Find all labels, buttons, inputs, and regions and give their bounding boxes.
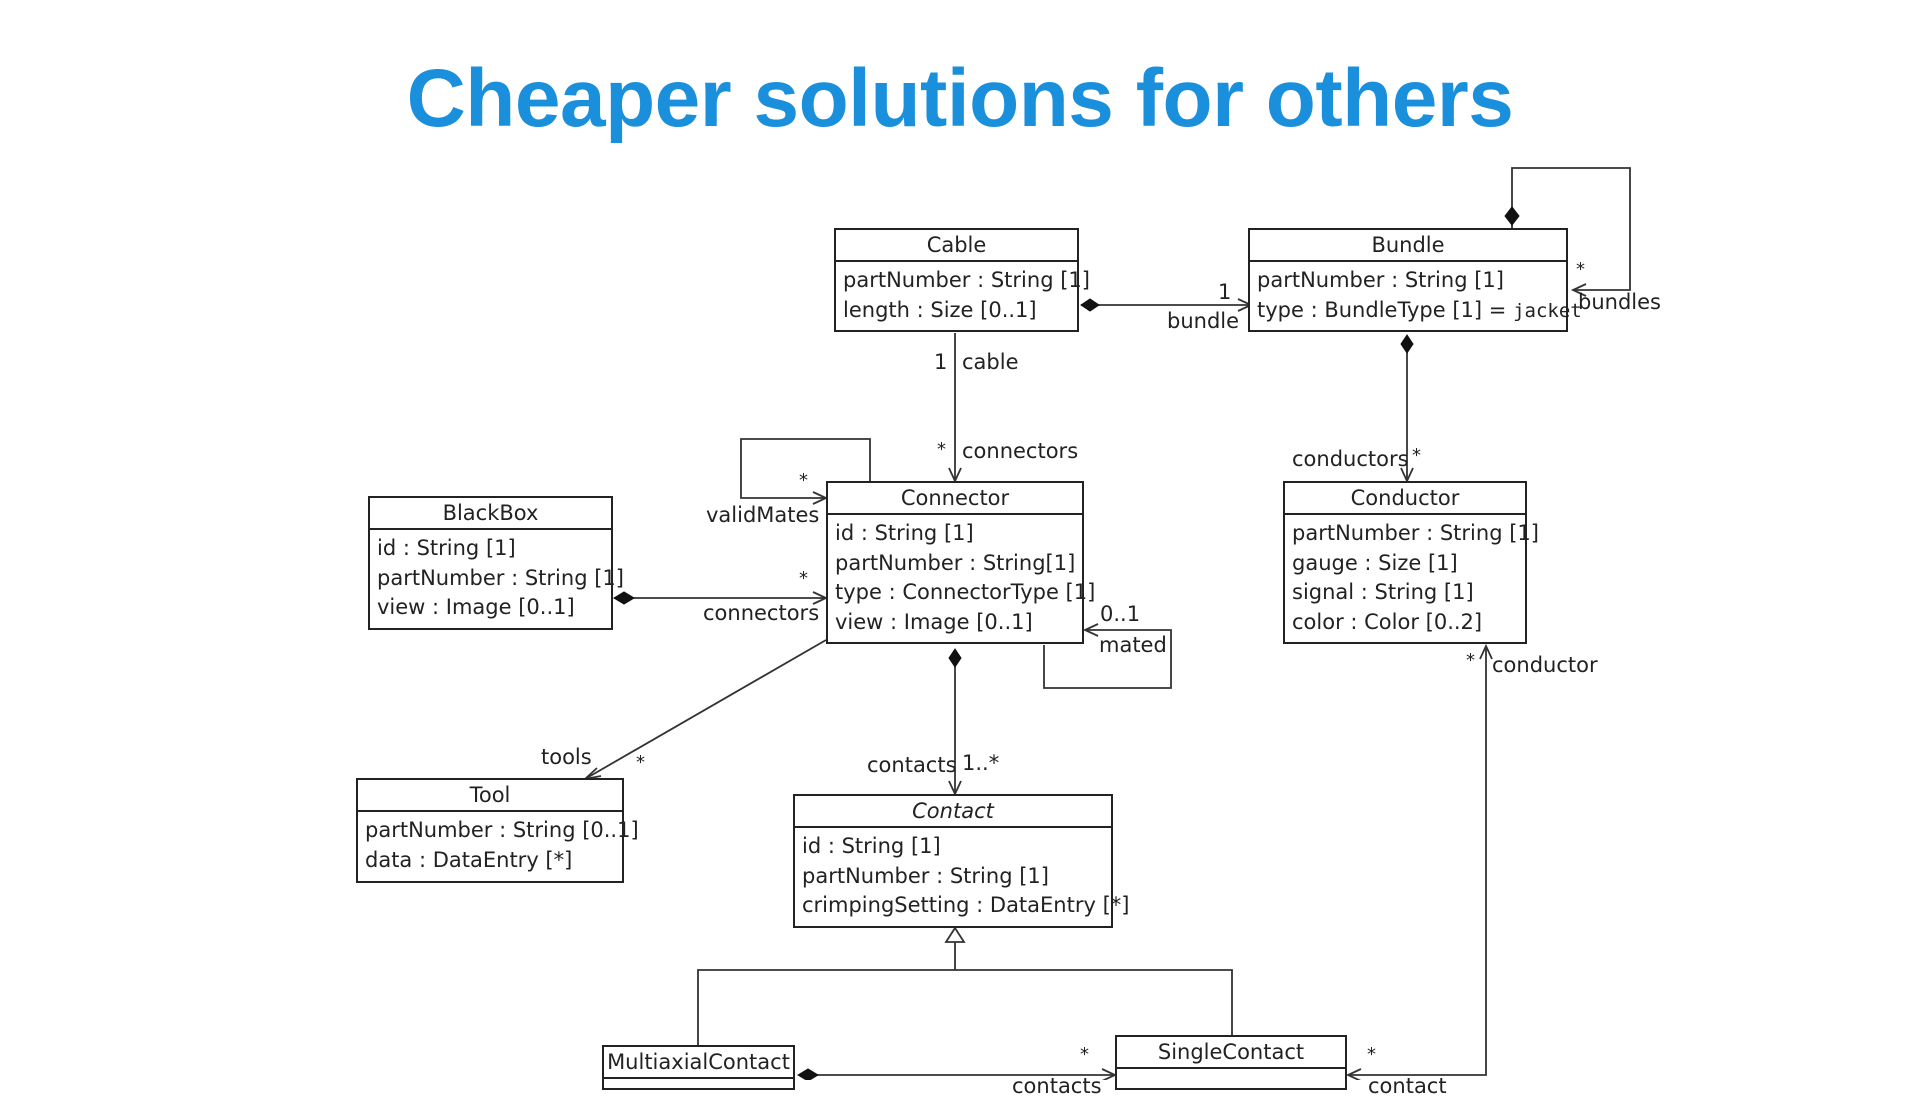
multiplicity-label: * bbox=[636, 752, 645, 773]
class-conductor[interactable]: Conductor partNumber : String [1] gauge … bbox=[1283, 481, 1539, 644]
class-conductor-attr: signal : String [1] bbox=[1292, 580, 1474, 604]
class-bundle-type-attr: type : BundleType [1] = jacket bbox=[1257, 296, 1582, 326]
class-connector-attr: id : String [1] bbox=[835, 521, 974, 545]
role-label: bundles bbox=[1578, 290, 1661, 314]
class-blackbox-name: BlackBox bbox=[370, 498, 611, 530]
class-bundle-type-default: jacket bbox=[1513, 299, 1582, 322]
class-multiaxialcontact-name: MultiaxialContact bbox=[604, 1047, 793, 1079]
class-tool[interactable]: Tool partNumber : String [0..1] data : D… bbox=[356, 778, 639, 883]
slide-title: Cheaper solutions for others bbox=[406, 53, 1514, 144]
role-label: mated bbox=[1099, 633, 1167, 657]
class-cable-name: Cable bbox=[836, 230, 1077, 262]
class-contact[interactable]: Contact id : String [1] partNumber : Str… bbox=[793, 794, 1130, 928]
class-conductor-attr: partNumber : String [1] bbox=[1292, 521, 1539, 545]
class-tool-attr: partNumber : String [0..1] bbox=[365, 818, 639, 842]
role-label: conductor bbox=[1492, 653, 1598, 677]
class-contact-attr: id : String [1] bbox=[802, 834, 941, 858]
multiplicity-label: 1 bbox=[1218, 280, 1232, 304]
class-cable[interactable]: Cable partNumber : String [1] length : S… bbox=[834, 228, 1090, 332]
class-blackbox[interactable]: BlackBox id : String [1] partNumber : St… bbox=[368, 496, 624, 630]
role-label: connectors bbox=[703, 601, 820, 625]
multiplicity-label: * bbox=[1080, 1044, 1089, 1065]
class-connector-name: Connector bbox=[828, 483, 1082, 515]
class-blackbox-attr: partNumber : String [1] bbox=[377, 565, 624, 590]
role-label: tools bbox=[541, 745, 592, 769]
role-label: cable bbox=[962, 350, 1019, 374]
class-cable-attr: partNumber : String [1] bbox=[843, 268, 1090, 292]
class-connector-attr: view : Image [0..1] bbox=[835, 609, 1033, 634]
role-label: contacts bbox=[867, 753, 957, 777]
class-singlecontact-name: SingleContact bbox=[1117, 1037, 1345, 1069]
class-cable-attr: length : Size [0..1] bbox=[843, 297, 1037, 322]
class-conductor-attr: gauge : Size [1] bbox=[1292, 550, 1458, 575]
role-label: bundle bbox=[1167, 309, 1240, 333]
multiplicity-label: * bbox=[799, 470, 808, 491]
multiplicity-label: * bbox=[1412, 445, 1421, 466]
role-label: conductors bbox=[1292, 447, 1409, 471]
multiplicity-label: * bbox=[937, 439, 946, 460]
class-tool-name: Tool bbox=[358, 780, 622, 812]
role-label: contacts bbox=[1012, 1074, 1102, 1098]
multiplicity-label: * bbox=[1576, 259, 1585, 280]
class-connector-attr: type : ConnectorType [1] bbox=[835, 580, 1096, 604]
class-bundle-attr: partNumber : String [1] bbox=[1257, 268, 1504, 292]
role-label: connectors bbox=[962, 439, 1079, 463]
class-tool-attr: data : DataEntry [*] bbox=[365, 847, 573, 872]
multiplicity-label: 0..1 bbox=[1100, 602, 1141, 626]
multiplicity-label: 1 bbox=[934, 350, 948, 374]
role-label: contact bbox=[1368, 1074, 1447, 1098]
role-label: validMates bbox=[706, 503, 820, 527]
class-bundle-name: Bundle bbox=[1250, 230, 1566, 262]
class-blackbox-attr: view : Image [0..1] bbox=[377, 595, 575, 619]
class-connector[interactable]: Connector id : String [1] partNumber : S… bbox=[826, 481, 1096, 644]
class-bundle-type-text: type : BundleType [1] = bbox=[1257, 297, 1514, 322]
multiplicity-label: * bbox=[799, 568, 808, 589]
class-singlecontact[interactable]: SingleContact bbox=[1115, 1035, 1347, 1090]
class-multiaxialcontact[interactable]: MultiaxialContact bbox=[602, 1045, 795, 1090]
class-conductor-name: Conductor bbox=[1285, 483, 1525, 515]
class-contact-name: Contact bbox=[795, 796, 1111, 828]
multiplicity-label: * bbox=[1367, 1044, 1376, 1065]
class-contact-attr: crimpingSetting : DataEntry [*] bbox=[802, 893, 1130, 917]
class-conductor-attr: color : Color [0..2] bbox=[1292, 609, 1483, 634]
multiplicity-label: * bbox=[1466, 650, 1475, 671]
multiplicity-label: 1..* bbox=[962, 751, 1000, 775]
class-blackbox-attr: id : String [1] bbox=[377, 536, 516, 560]
class-bundle[interactable]: Bundle partNumber : String [1] type : Bu… bbox=[1248, 228, 1582, 332]
class-connector-attr: partNumber : String[1] bbox=[835, 550, 1076, 575]
class-contact-attr: partNumber : String [1] bbox=[802, 863, 1049, 888]
